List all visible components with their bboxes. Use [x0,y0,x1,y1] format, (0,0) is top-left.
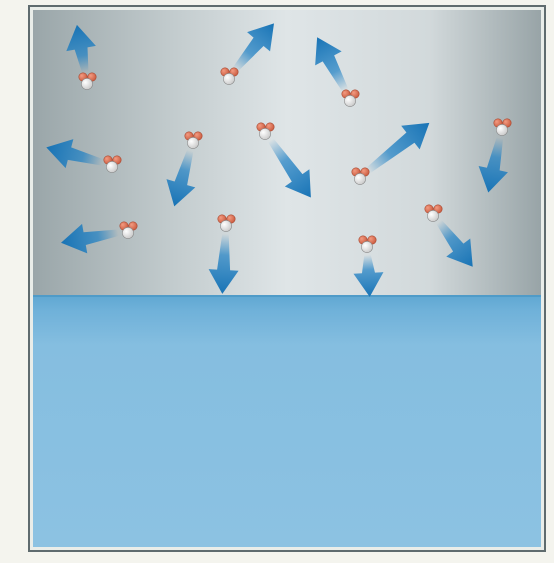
atom-white [354,173,366,185]
water-molecule [166,131,203,207]
atom-white [344,95,356,107]
motion-arrow [166,149,196,207]
molecule-atoms [217,214,236,232]
molecule-atoms [220,67,239,85]
motion-arrow [353,254,384,297]
molecule-atoms [103,155,122,173]
water-molecule [61,221,138,254]
molecule-atoms [358,235,377,253]
molecule-atoms [351,167,370,185]
arrow-shape [66,24,96,73]
water-molecule [66,24,97,90]
motion-arrow [365,122,430,174]
atom-white [187,137,199,149]
liquid-region [33,295,541,547]
atom-white [259,128,271,140]
motion-arrow [478,137,508,193]
motion-arrow [208,233,239,294]
liquid-surface [33,295,541,297]
motion-arrow [232,23,274,72]
molecule-atoms [256,122,275,140]
arrow-shape [365,122,430,174]
water-molecule [424,204,473,267]
molecule-atoms [493,118,512,136]
arrow-shape [166,149,196,207]
molecules-layer [46,23,512,297]
motion-arrow [66,24,96,73]
water-molecule [46,139,122,173]
motion-arrow [61,223,119,254]
atom-white [361,241,373,253]
atom-white [81,78,93,90]
atom-white [223,73,235,85]
water-molecule [220,23,274,85]
molecule-atoms [119,221,138,239]
water-molecule [478,118,512,193]
arrow-shape [353,254,384,297]
motion-arrow [436,220,473,267]
water-molecule [353,235,384,297]
atom-white [220,220,232,232]
water-molecule [351,122,430,185]
atom-white [122,227,134,239]
arrow-shape [232,23,274,72]
motion-arrow [46,139,104,169]
arrow-shape [61,223,119,254]
arrow-shape [478,137,508,193]
motion-arrow [268,138,311,198]
molecule-atoms [184,131,203,149]
water-molecule [315,37,360,107]
arrow-shape [46,139,104,169]
motion-arrow [315,37,349,92]
container [28,5,546,552]
molecule-atoms [341,89,360,107]
atom-white [106,161,118,173]
molecule-atoms [78,72,97,90]
atom-white [496,124,508,136]
arrow-shape [208,233,239,294]
water-molecule [208,214,239,294]
arrow-shape [315,37,349,92]
arrow-shape [436,220,473,267]
water-molecule [256,122,311,198]
atom-white [427,210,439,222]
molecule-atoms [424,204,443,222]
arrow-shape [268,138,311,198]
